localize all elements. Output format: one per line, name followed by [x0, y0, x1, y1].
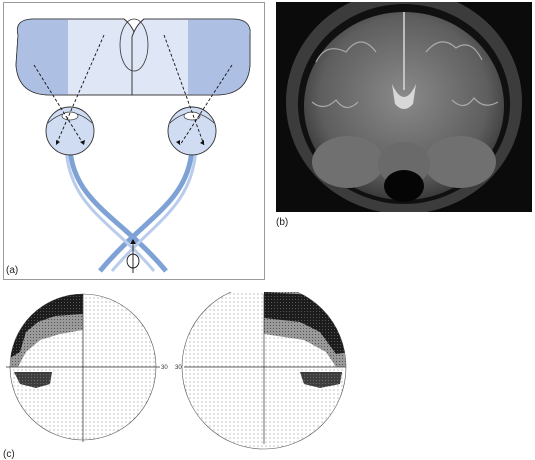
right-visual-field: [131, 18, 251, 96]
mri-ventricles: [392, 84, 416, 109]
chiasm-compression-icon: [126, 239, 140, 273]
right-eye-visual-field: 30: [175, 292, 347, 450]
label-b: (b): [276, 217, 289, 228]
optic-nerves: [64, 148, 198, 273]
left-visual-field: [15, 18, 137, 96]
mri-right-temporal-lobe: [424, 136, 496, 188]
central-overlap-outline: [119, 18, 149, 72]
light-rays: [33, 34, 233, 146]
left-field-axis-30: 30: [161, 365, 168, 371]
left-eye-lens: [61, 111, 79, 121]
right-eye-lens: [183, 111, 201, 121]
ray-arrowheads: [56, 140, 204, 145]
mri-left-temporal-lobe: [312, 136, 384, 188]
right-field-axis-30: 30: [175, 365, 182, 371]
label-c: (c): [3, 449, 15, 460]
visual-pathway-svg: [15, 18, 251, 273]
coronal-mri-image: [276, 2, 532, 212]
mri-sphenoid-sinus: [384, 170, 424, 202]
right-eye: [167, 106, 217, 156]
left-eye-visual-field: 30: [6, 293, 168, 442]
visual-pathway-diagram: [3, 2, 265, 280]
left-eye: [45, 106, 95, 156]
label-a: (a): [6, 265, 19, 276]
visual-field-charts: 30 30: [0, 292, 535, 452]
